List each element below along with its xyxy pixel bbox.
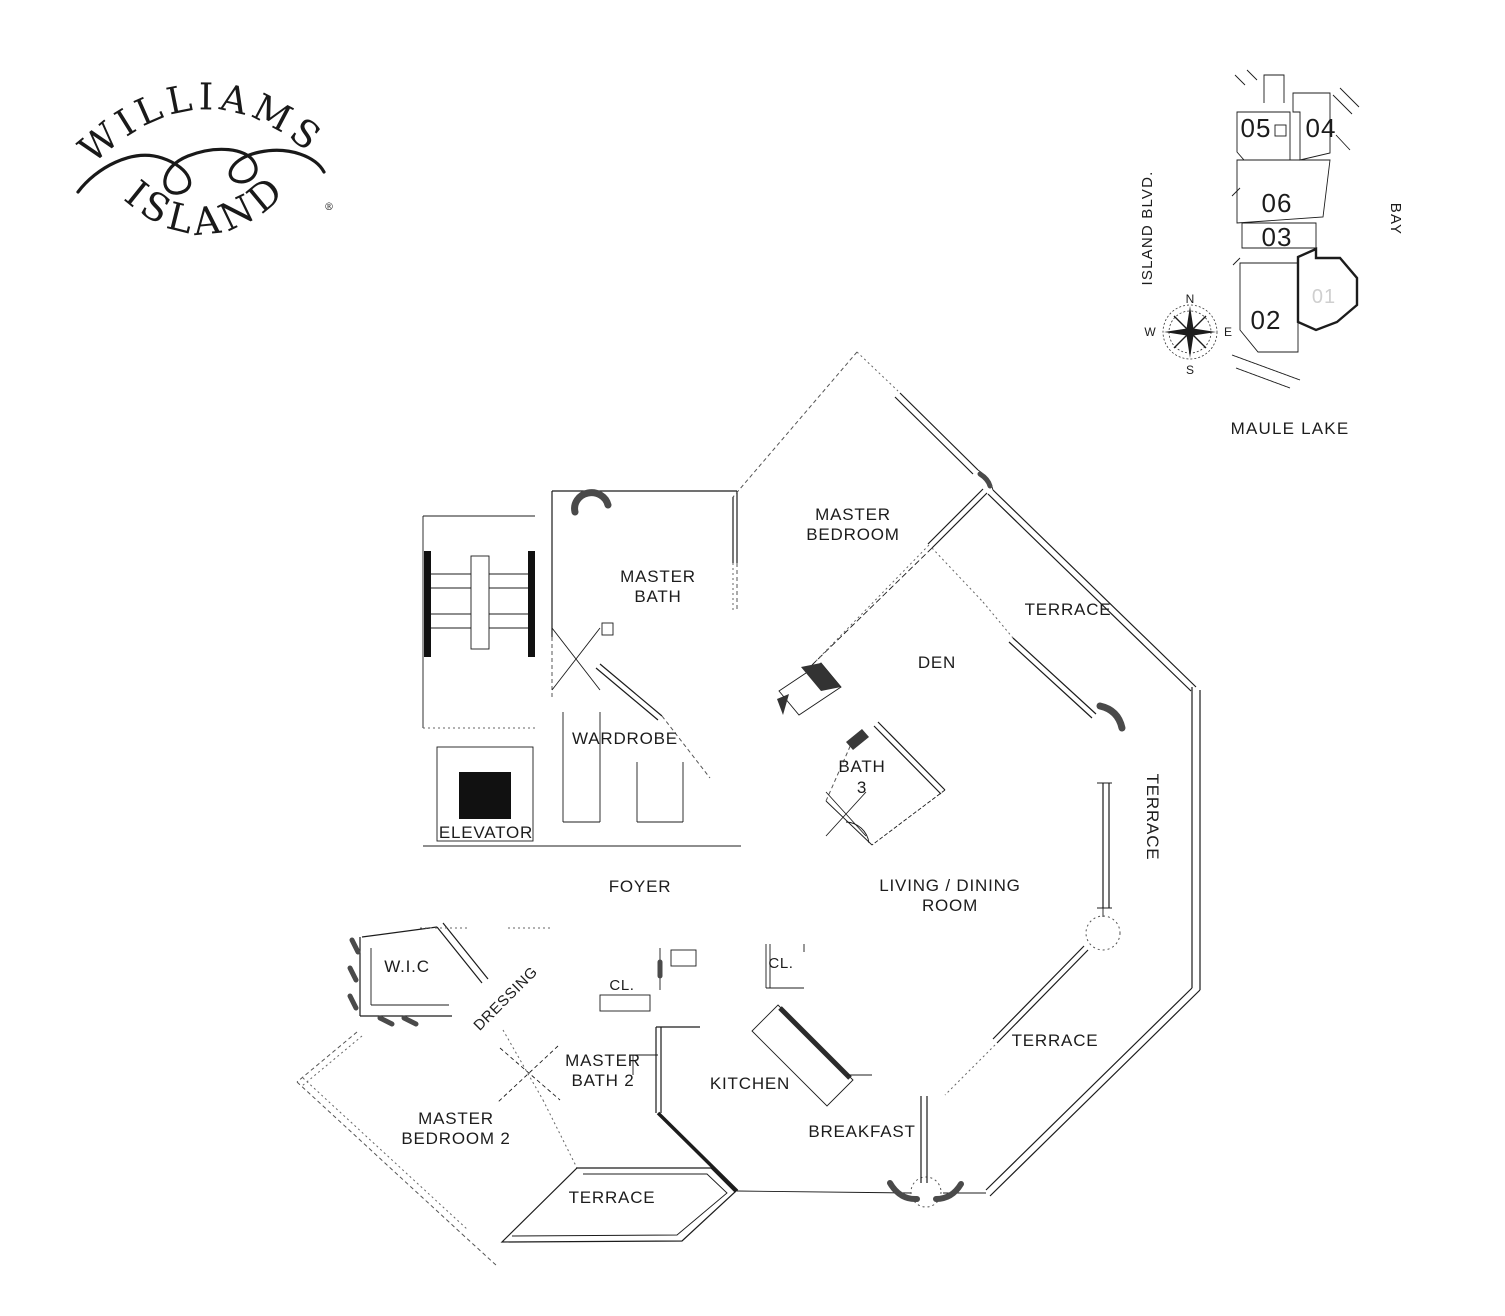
wic-walls [347, 922, 552, 1027]
room-label-elevator: ELEVATOR [439, 823, 533, 842]
master-bedroom-walls [732, 351, 1197, 716]
compass-rose-icon: N S W E [1144, 292, 1232, 377]
williams-island-logo: WILLIAMS ISLAND ® [71, 75, 339, 244]
dressing-mbath2-walls [497, 994, 658, 1169]
terrace-dividers [931, 547, 1126, 1096]
master-bedroom2-walls [296, 1031, 498, 1267]
logo-registered-mark: ® [324, 202, 339, 213]
logo-line1: WILLIAMS [71, 75, 333, 171]
bay-label: BAY [1387, 203, 1404, 236]
room-label-dressing: DRESSING [470, 963, 541, 1034]
room-label-breakfast: BREAKFAST [808, 1122, 915, 1141]
logo-swash [76, 147, 326, 195]
key-plan-unit-01-highlight [1296, 247, 1359, 332]
room-label-bath3: BATH [838, 757, 885, 776]
room-label-master-bath2: MASTER [565, 1051, 641, 1070]
room-label-terrace-lower-right: TERRACE [1012, 1031, 1099, 1050]
room-label-terrace-right: TERRACE [1143, 774, 1162, 861]
breakfast-walls [920, 1096, 928, 1183]
room-label-den: DEN [918, 653, 956, 672]
room-label-master-bedroom2: MASTER [418, 1109, 494, 1128]
room-label-foyer: FOYER [609, 877, 672, 896]
master-bath-walls [423, 489, 741, 847]
floorplan-walls [296, 351, 1201, 1267]
wardrobe-closets [562, 712, 684, 823]
compass-north: N [1186, 292, 1195, 306]
outer-boundary [736, 687, 1201, 1208]
room-label-kitchen: KITCHEN [710, 1074, 790, 1093]
room-label-terrace-bottom: TERRACE [569, 1188, 656, 1207]
foyer-closets [657, 944, 805, 990]
elevator-shaft [436, 746, 534, 842]
key-plan-building-outline [1231, 69, 1360, 389]
room-label-master-bedroom: MASTER [815, 505, 891, 524]
room-label-master-bath2-line2: BATH 2 [571, 1071, 634, 1090]
key-plan-unit-06: 06 [1262, 188, 1293, 218]
key-plan-unit-03: 03 [1262, 222, 1293, 252]
room-label-cl-right: CL. [768, 955, 793, 972]
logo-line2: ISLAND [117, 165, 295, 244]
room-labels: MASTER BEDROOM MASTER BATH TERRACE DEN W… [384, 505, 1162, 1207]
room-label-cl-left: CL. [609, 977, 634, 994]
compass-west: W [1144, 325, 1156, 339]
bottom-terrace-walls [500, 1167, 736, 1243]
room-label-wic: W.I.C [384, 957, 430, 976]
room-label-master-bath-line2: BATH [634, 587, 681, 606]
room-label-terrace-upper: TERRACE [1025, 600, 1112, 619]
key-plan-unit-05: 05 [1241, 113, 1272, 143]
room-label-master-bath: MASTER [620, 567, 696, 586]
bath3-walls [825, 721, 946, 846]
room-label-bath3-number: 3 [857, 778, 867, 797]
compass-east: E [1224, 325, 1232, 339]
key-plan: 05 04 06 03 02 01 ISLAND BLVD. BAY MAULE… [1139, 69, 1404, 438]
key-plan-unit-02: 02 [1251, 305, 1282, 335]
key-plan-unit-01: 01 [1312, 286, 1336, 308]
room-label-master-bedroom2line: BEDROOM [806, 525, 899, 544]
room-label-master-bedroom2-line2: BEDROOM 2 [401, 1129, 510, 1148]
column-marker [910, 1176, 942, 1208]
room-label-living-dining-line2: ROOM [922, 896, 978, 915]
room-label-living-dining: LIVING / DINING [879, 876, 1020, 895]
island-blvd-label: ISLAND BLVD. [1139, 171, 1156, 286]
maule-lake-label: MAULE LAKE [1231, 419, 1350, 438]
compass-south: S [1186, 363, 1194, 377]
room-label-wardrobe: WARDROBE [572, 729, 678, 748]
stairwell [422, 515, 535, 729]
kitchen-walls [655, 1004, 872, 1193]
column-marker [1085, 915, 1121, 951]
key-plan-unit-04: 04 [1306, 113, 1337, 143]
